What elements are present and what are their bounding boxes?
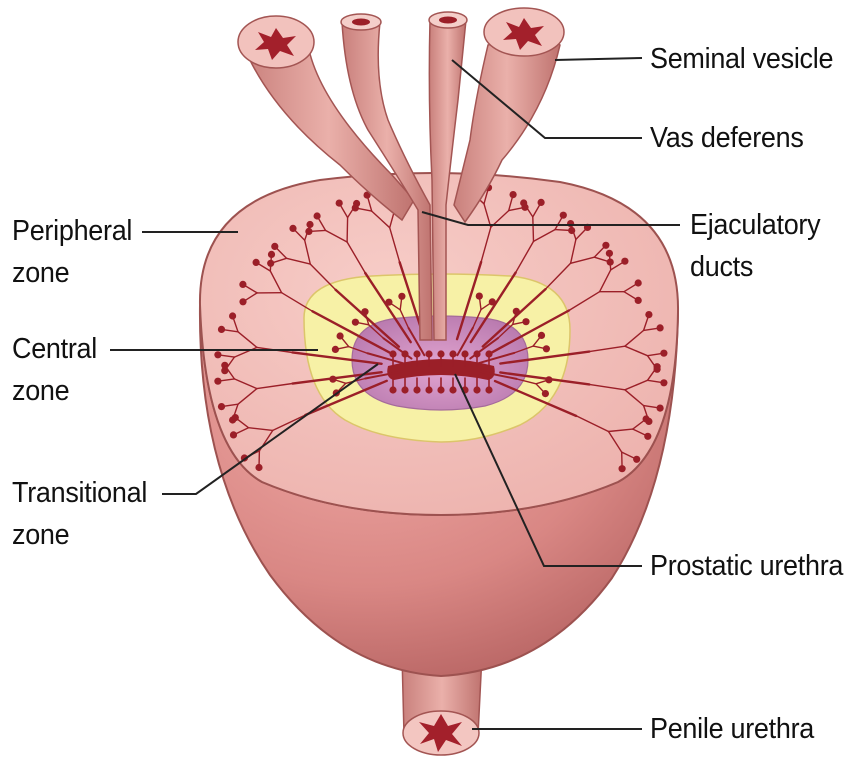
- gland-duct-tip: [635, 279, 642, 286]
- gland-duct-tip: [461, 350, 468, 357]
- gland-duct-tip: [389, 386, 396, 393]
- gland-duct-tip: [332, 346, 339, 353]
- gland-duct-tip: [253, 259, 260, 266]
- gland-duct-tip: [306, 221, 313, 228]
- label-transitional-zone: Transitional zone: [12, 472, 147, 556]
- label-central-zone-line2: zone: [12, 370, 97, 412]
- gland-duct-tip: [229, 312, 236, 319]
- gland-duct-tip: [489, 298, 496, 305]
- label-central-zone: Central zone: [12, 328, 97, 412]
- gland-duct-tip: [568, 227, 575, 234]
- gland-duct-branch: [533, 217, 534, 242]
- gland-duct-tip: [621, 258, 628, 265]
- gland-duct-tip: [289, 225, 296, 232]
- gland-duct-tip: [389, 350, 396, 357]
- label-ejaculatory-ducts-line2: ducts: [690, 246, 820, 288]
- gland-duct-tip: [239, 298, 246, 305]
- label-seminal-vesicle: Seminal vesicle: [650, 38, 833, 80]
- gland-duct-tip: [657, 405, 664, 412]
- gland-duct-tip: [214, 378, 221, 385]
- gland-duct-tip: [449, 386, 456, 393]
- label-penile-urethra: Penile urethra: [650, 708, 814, 750]
- gland-duct-tip: [401, 386, 408, 393]
- gland-duct-tip: [337, 332, 344, 339]
- gland-duct-tip: [542, 390, 549, 397]
- gland-duct-tip: [385, 299, 392, 306]
- gland-duct-tip: [218, 326, 225, 333]
- gland-duct-tip: [606, 250, 613, 257]
- gland-duct-tip: [520, 199, 527, 206]
- gland-duct-tip: [449, 350, 456, 357]
- gland-duct-tip: [221, 362, 228, 369]
- gland-duct-tip: [660, 350, 667, 357]
- gland-duct-tip: [513, 308, 520, 315]
- gland-duct-tip: [538, 199, 545, 206]
- gland-duct-tip: [437, 386, 444, 393]
- gland-duct-tip: [267, 260, 274, 267]
- gland-duct-tip: [413, 350, 420, 357]
- gland-duct-tip: [473, 350, 480, 357]
- gland-duct-tip: [271, 243, 278, 250]
- gland-duct-tip: [218, 403, 225, 410]
- gland-duct-tip: [602, 242, 609, 249]
- gland-duct-tip: [633, 456, 640, 463]
- gland-duct-tip: [485, 350, 492, 357]
- label-transitional-zone-line1: Transitional: [12, 472, 147, 514]
- label-central-zone-line1: Central: [12, 328, 97, 370]
- gland-duct-tip: [635, 297, 642, 304]
- label-ejaculatory-ducts-line1: Ejaculatory: [690, 204, 820, 246]
- label-vas-deferens: Vas deferens: [650, 117, 804, 159]
- gland-duct-tip: [476, 293, 483, 300]
- label-ejaculatory-ducts: Ejaculatory ducts: [690, 204, 820, 288]
- gland-duct-tip: [352, 204, 359, 211]
- gland-duct-tip: [425, 350, 432, 357]
- gland-duct-tip: [314, 212, 321, 219]
- gland-duct-tip: [607, 259, 614, 266]
- gland-duct-tip: [545, 376, 552, 383]
- gland-duct-tip: [644, 433, 651, 440]
- gland-duct-tip: [437, 350, 444, 357]
- gland-duct-tip: [401, 350, 408, 357]
- gland-duct-tip: [509, 191, 516, 198]
- gland-duct-tip: [538, 332, 545, 339]
- gland-duct-tip: [645, 311, 652, 318]
- gland-duct-tip: [654, 363, 661, 370]
- gland-duct-tip: [485, 386, 492, 393]
- gland-duct-tip: [239, 281, 246, 288]
- gland-duct-tip: [522, 318, 529, 325]
- label-peripheral-zone-line1: Peripheral: [12, 210, 132, 252]
- gland-duct-tip: [473, 386, 480, 393]
- gland-duct-tip: [643, 415, 650, 422]
- gland-duct-tip: [352, 319, 359, 326]
- gland-duct-tip: [214, 351, 221, 358]
- gland-duct-tip: [425, 386, 432, 393]
- gland-duct-tip: [619, 465, 626, 472]
- gland-duct-tip: [255, 464, 262, 471]
- label-peripheral-zone-line2: zone: [12, 252, 132, 294]
- gland-duct-tip: [413, 386, 420, 393]
- gland-duct-tip: [543, 345, 550, 352]
- gland-duct-tip: [305, 228, 312, 235]
- leader-seminal-vesicle: [555, 58, 642, 60]
- gland-duct-tip: [660, 379, 667, 386]
- gland-duct-tip: [336, 200, 343, 207]
- gland-duct-tip: [232, 414, 239, 421]
- gland-duct-tip: [560, 212, 567, 219]
- gland-duct-tip: [398, 293, 405, 300]
- gland-duct-tip: [329, 376, 336, 383]
- gland-duct-tip: [230, 431, 237, 438]
- label-transitional-zone-line2: zone: [12, 514, 147, 556]
- gland-duct-tip: [657, 324, 664, 331]
- label-prostatic-urethra: Prostatic urethra: [650, 545, 843, 587]
- label-peripheral-zone: Peripheral zone: [12, 210, 132, 294]
- gland-duct-tip: [361, 308, 368, 315]
- gland-duct-tip: [567, 220, 574, 227]
- gland-duct-tip: [268, 251, 275, 258]
- gland-duct-branch: [347, 218, 348, 243]
